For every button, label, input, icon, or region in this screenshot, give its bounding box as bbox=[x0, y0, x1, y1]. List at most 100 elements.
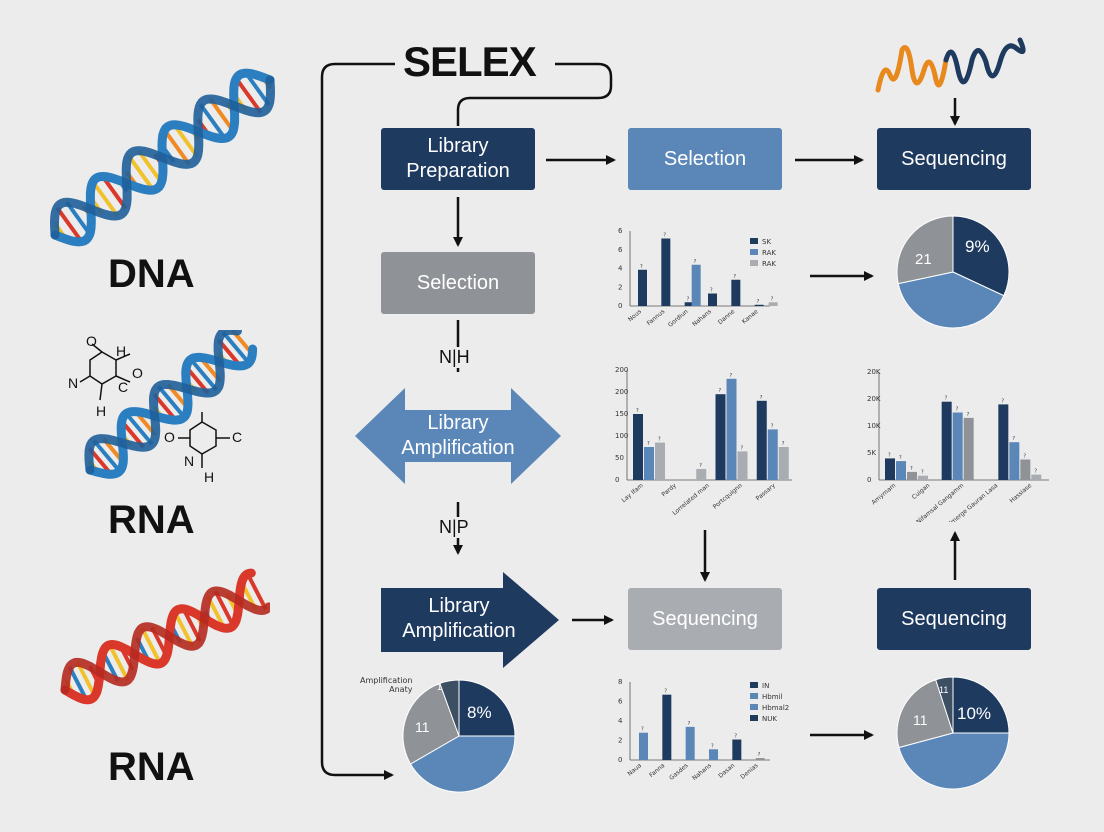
bar-data-label: ? bbox=[1034, 469, 1037, 475]
base-pair bbox=[107, 643, 130, 682]
pie-slice bbox=[935, 676, 954, 734]
bar-data-label: ? bbox=[734, 734, 737, 740]
bar-data-label: ? bbox=[664, 689, 667, 695]
y-tick-label: 6 bbox=[618, 698, 623, 706]
base-pair bbox=[124, 412, 154, 446]
dna-helix-icon bbox=[49, 68, 276, 247]
bar-data-label: ? bbox=[699, 463, 702, 469]
base-pair bbox=[213, 590, 235, 627]
y-tick-label: 4 bbox=[618, 717, 623, 725]
selection-box-top: Selection bbox=[628, 128, 782, 190]
bar bbox=[633, 414, 643, 480]
atom-label: O bbox=[86, 333, 97, 349]
pie-chart-top: 9%21 bbox=[896, 215, 1010, 329]
bar bbox=[1009, 442, 1020, 480]
bar-data-label: ? bbox=[771, 423, 774, 429]
rna-strand-icon bbox=[875, 37, 1026, 93]
bar bbox=[963, 417, 974, 480]
atom-label: C bbox=[232, 429, 242, 445]
x-tick-label: Nahans bbox=[691, 308, 713, 328]
library-amplification-label-2: Library Amplification bbox=[402, 595, 516, 642]
bar-data-label: ? bbox=[694, 259, 697, 265]
y-tick-label: 0 bbox=[615, 476, 619, 484]
legend-swatch bbox=[750, 260, 758, 266]
y-tick-label: 2 bbox=[618, 283, 622, 291]
base-pair bbox=[92, 439, 122, 473]
base-pair bbox=[245, 572, 268, 611]
bar bbox=[639, 732, 648, 760]
atom-label: O bbox=[164, 429, 175, 445]
legend-swatch bbox=[750, 715, 758, 721]
bar bbox=[767, 429, 778, 480]
atom-label: N bbox=[184, 453, 194, 469]
atom-label: H bbox=[116, 343, 126, 359]
base-pair bbox=[67, 666, 89, 701]
sequencing-box-top: Sequencing bbox=[877, 128, 1031, 190]
bar-data-label: ? bbox=[663, 233, 666, 239]
rna-helix-red-icon bbox=[60, 568, 270, 705]
library-amplification-double-arrow bbox=[355, 388, 561, 484]
legend-label: IN bbox=[762, 682, 769, 690]
y-tick-label: 0 bbox=[867, 476, 871, 484]
base-pair bbox=[101, 175, 128, 210]
base-pair bbox=[91, 180, 120, 217]
bar bbox=[737, 451, 748, 480]
y-tick-label: 100 bbox=[615, 432, 628, 440]
bar-data-label: ? bbox=[945, 396, 948, 402]
legend-label: RAK bbox=[762, 260, 776, 268]
y-tick-label: 20K bbox=[867, 368, 881, 376]
y-tick-label: 10K bbox=[867, 422, 881, 430]
pie-slice-label: 11 bbox=[939, 685, 948, 695]
pie-slice bbox=[898, 732, 1010, 790]
base-pair bbox=[127, 154, 155, 192]
bar-data-label: ? bbox=[636, 408, 639, 414]
bar-data-label: ? bbox=[730, 373, 733, 379]
base-pair bbox=[140, 627, 162, 665]
legend-swatch bbox=[750, 682, 758, 688]
backbone-strand bbox=[49, 75, 276, 240]
x-tick-label: Amyrnam bbox=[870, 482, 897, 506]
bar bbox=[952, 412, 963, 480]
pie-slice bbox=[952, 676, 1010, 734]
pie-slice-label: 9% bbox=[965, 237, 990, 256]
x-tick-label: Fannus bbox=[646, 308, 667, 327]
x-tick-label: Nahans bbox=[691, 762, 713, 782]
pie-slice bbox=[896, 679, 954, 749]
bar-data-label: ? bbox=[687, 296, 690, 302]
atom-label: H bbox=[204, 469, 214, 485]
rna-helix-icon: O H N O C H O C N H bbox=[68, 330, 258, 485]
pie-slice bbox=[897, 271, 1005, 329]
bar bbox=[638, 269, 647, 306]
atom-label: H bbox=[96, 403, 106, 419]
pie-slice bbox=[402, 682, 460, 765]
y-tick-label: 4 bbox=[618, 265, 623, 273]
y-tick-label: 2 bbox=[618, 737, 622, 745]
base-pair bbox=[198, 103, 227, 140]
base-pair bbox=[65, 201, 92, 236]
x-tick-label: Nullmerge Gauran Lasa bbox=[941, 482, 1000, 522]
pie-chart-bottom-left: 8%111 bbox=[402, 679, 516, 793]
x-tick-label: Denias bbox=[739, 762, 759, 781]
legend-swatch bbox=[750, 238, 758, 244]
base-pair bbox=[221, 331, 251, 365]
base-pair bbox=[162, 129, 191, 166]
bar-data-label: ? bbox=[910, 466, 913, 472]
bar bbox=[896, 461, 906, 480]
bar bbox=[708, 293, 717, 306]
x-tick-label: Gasdes bbox=[668, 762, 689, 782]
base-pair bbox=[244, 71, 271, 107]
legend-label: NUK bbox=[762, 715, 777, 723]
pie-slice bbox=[409, 735, 516, 793]
bar bbox=[998, 404, 1009, 480]
bar-data-label: ? bbox=[771, 296, 774, 302]
bar bbox=[696, 469, 707, 480]
y-tick-label: 0 bbox=[618, 302, 622, 310]
bar-data-label: ? bbox=[641, 727, 644, 733]
base-pair bbox=[234, 77, 263, 114]
bar bbox=[731, 279, 741, 306]
bar-data-label: ? bbox=[688, 721, 691, 727]
